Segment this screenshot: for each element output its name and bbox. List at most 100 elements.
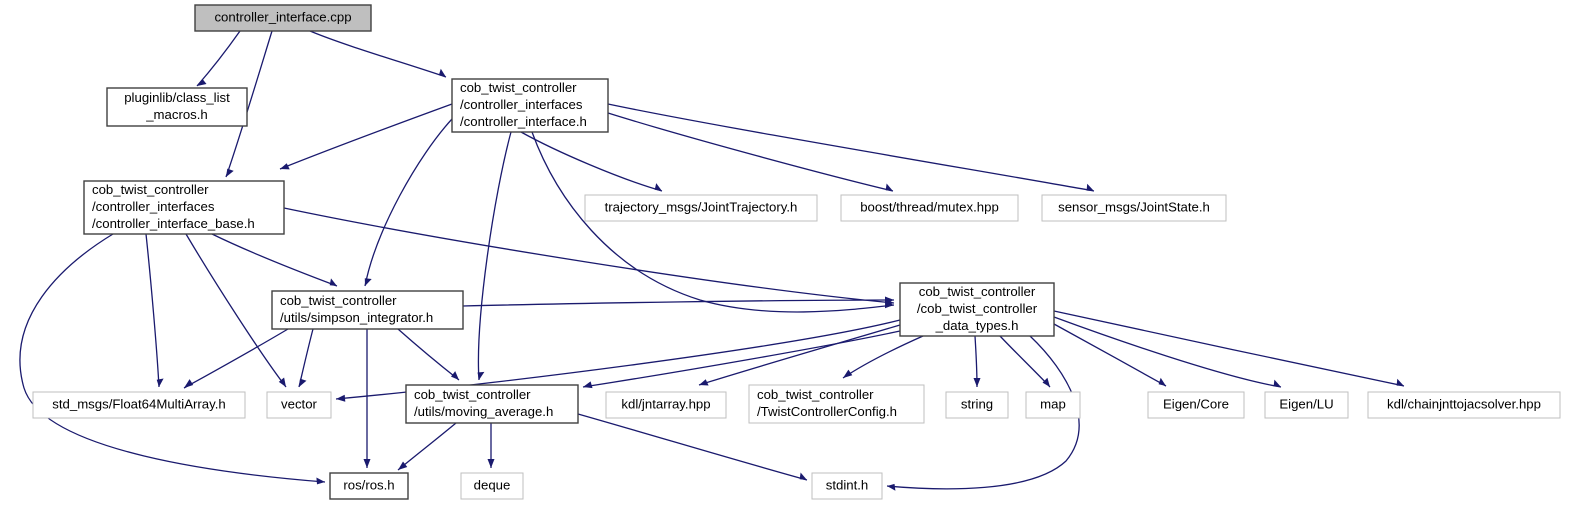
arrow-head-icon	[278, 377, 286, 387]
arrow-head-icon	[885, 296, 894, 304]
graph-node-stdint_h[interactable]: stdint.h	[811, 472, 883, 500]
arrow-head-icon	[477, 371, 485, 380]
node-label-line: /TwistControllerConfig.h	[757, 404, 897, 419]
node-box[interactable]	[1147, 391, 1245, 419]
node-label-line: Eigen/Core	[1163, 396, 1229, 411]
graph-node-ros_ros_h[interactable]: ros/ros.h	[329, 472, 409, 500]
edge-controller_interface_h-to-sensor_msgs_JointState_h	[607, 103, 1095, 192]
arrow-head-icon	[1396, 378, 1404, 386]
graph-node-controller_interface_cpp[interactable]: controller_interface.cpp	[194, 4, 372, 32]
node-label-line: cob_twist_controller	[280, 293, 397, 308]
edge-cob_twist_controller_data_types_h-to-TwistControllerConfig_h	[842, 335, 924, 379]
node-label-line: trajectory_msgs/JointTrajectory.h	[605, 199, 798, 214]
edge-controller_interface_base_h-to-simpson_integrator_h	[211, 233, 338, 287]
edge-moving_average_h-to-ros_ros_h	[397, 422, 457, 471]
graph-node-moving_average_h[interactable]: cob_twist_controller/utils/moving_averag…	[405, 384, 579, 424]
node-label-line: ros/ros.h	[343, 477, 394, 492]
node-label-line: /controller_interfaces	[460, 97, 583, 112]
edge-controller_interface_base_h-to-vector	[185, 233, 287, 388]
arrow-head-icon	[699, 379, 709, 386]
node-box[interactable]	[1367, 391, 1561, 419]
edge-cob_twist_controller_data_types_h-to-moving_average_h	[582, 330, 901, 388]
node-label-line: /utils/simpson_integrator.h	[280, 310, 433, 325]
node-label-line: controller_interface.cpp	[214, 9, 351, 24]
arrow-head-icon	[799, 472, 807, 480]
arrow-head-icon	[583, 381, 593, 389]
node-label-line: deque	[474, 477, 511, 492]
node-box[interactable]	[32, 391, 246, 419]
node-label-line: cob_twist_controller	[92, 182, 209, 197]
node-label-line: map	[1040, 396, 1066, 411]
node-label-line: _data_types.h	[935, 318, 1019, 333]
graph-node-controller_interface_h[interactable]: cob_twist_controller/controller_interfac…	[451, 78, 609, 133]
node-box[interactable]	[271, 290, 464, 330]
arrow-head-icon	[487, 459, 495, 468]
edge-controller_interface_h-to-moving_average_h	[477, 131, 512, 381]
node-box[interactable]	[605, 391, 727, 419]
graph-node-map[interactable]: map	[1025, 391, 1081, 419]
edge-controller_interface_cpp-to-controller_interface_base_h	[225, 30, 273, 178]
node-label-line: /controller_interface.h	[460, 114, 587, 129]
node-box[interactable]	[1041, 194, 1227, 222]
node-box[interactable]	[83, 180, 285, 235]
node-box[interactable]	[584, 194, 818, 222]
graph-node-deque[interactable]: deque	[460, 472, 524, 500]
node-label-line: string	[961, 396, 993, 411]
node-label-line: /controller_interfaces	[92, 199, 215, 214]
node-box[interactable]	[194, 4, 372, 32]
arrow-head-icon	[280, 163, 290, 170]
graph-node-trajectory_msgs_JointTrajectory_h[interactable]: trajectory_msgs/JointTrajectory.h	[584, 194, 818, 222]
graph-node-vector[interactable]: vector	[266, 391, 332, 419]
graph-node-simpson_integrator_h[interactable]: cob_twist_controller/utils/simpson_integ…	[271, 290, 464, 330]
node-label-line: /cob_twist_controller	[917, 301, 1038, 316]
arrow-head-icon	[1086, 183, 1094, 191]
node-box[interactable]	[899, 282, 1055, 337]
node-label-line: cob_twist_controller	[414, 387, 531, 402]
node-box[interactable]	[1025, 391, 1081, 419]
node-box[interactable]	[945, 391, 1009, 419]
edge-cob_twist_controller_data_types_h-to-stdint_h	[886, 335, 1080, 490]
node-box[interactable]	[840, 194, 1019, 222]
arrow-head-icon	[156, 378, 164, 387]
graph-node-Eigen_Core[interactable]: Eigen/Core	[1147, 391, 1245, 419]
arrow-head-icon	[654, 183, 662, 191]
edge-simpson_integrator_h-to-std_msgs_Float64MultiArray_h	[183, 328, 289, 389]
node-box[interactable]	[106, 87, 248, 127]
node-box[interactable]	[1264, 391, 1349, 419]
graph-node-controller_interface_base_h[interactable]: cob_twist_controller/controller_interfac…	[83, 180, 285, 235]
graph-node-string[interactable]: string	[945, 391, 1009, 419]
edge-controller_interface_h-to-boost_thread_mutex_hpp	[607, 112, 894, 192]
node-box[interactable]	[266, 391, 332, 419]
graph-node-cob_twist_controller_data_types_h[interactable]: cob_twist_controller/cob_twist_controlle…	[899, 282, 1055, 337]
node-box[interactable]	[460, 472, 524, 500]
nodes-layer: controller_interface.cpp pluginlib/class_…	[32, 4, 1561, 500]
edge-cob_twist_controller_data_types_h-to-kdl_chainjnttojacsolver_hpp	[1053, 310, 1405, 387]
node-box[interactable]	[405, 384, 579, 424]
node-box[interactable]	[748, 384, 925, 424]
node-label-line: std_msgs/Float64MultiArray.h	[52, 396, 225, 411]
graph-node-pluginlib_class_list_macros[interactable]: pluginlib/class_list_macros.h	[106, 87, 248, 127]
graph-node-kdl_jntarray_hpp[interactable]: kdl/jntarray.hpp	[605, 391, 727, 419]
graph-node-sensor_msgs_JointState_h[interactable]: sensor_msgs/JointState.h	[1041, 194, 1227, 222]
edge-controller_interface_h-to-cob_twist_controller_data_types_h	[531, 131, 895, 313]
graph-node-kdl_chainjnttojacsolver_hpp[interactable]: kdl/chainjnttojacsolver.hpp	[1367, 391, 1561, 419]
node-label-line: cob_twist_controller	[757, 387, 874, 402]
node-box[interactable]	[451, 78, 609, 133]
edge-controller_interface_cpp-to-pluginlib_class_list_macros	[196, 30, 241, 87]
node-label-line: /utils/moving_average.h	[414, 404, 553, 419]
graph-node-std_msgs_Float64MultiArray_h[interactable]: std_msgs/Float64MultiArray.h	[32, 391, 246, 419]
node-label-line: _macros.h	[145, 107, 208, 122]
node-label-line: boost/thread/mutex.hpp	[860, 199, 999, 214]
edge-controller_interface_cpp-to-controller_interface_h	[309, 30, 447, 78]
edges-layer	[19, 30, 1405, 491]
edge-controller_interface_base_h-to-ros_ros_h	[19, 233, 326, 483]
graph-node-TwistControllerConfig_h[interactable]: cob_twist_controller/TwistControllerConf…	[748, 384, 925, 424]
arrow-head-icon	[398, 461, 408, 470]
node-box[interactable]	[329, 472, 409, 500]
graph-node-boost_thread_mutex_hpp[interactable]: boost/thread/mutex.hpp	[840, 194, 1019, 222]
node-label-line: stdint.h	[826, 477, 869, 492]
node-box[interactable]	[811, 472, 883, 500]
graph-node-Eigen_LU[interactable]: Eigen/LU	[1264, 391, 1349, 419]
